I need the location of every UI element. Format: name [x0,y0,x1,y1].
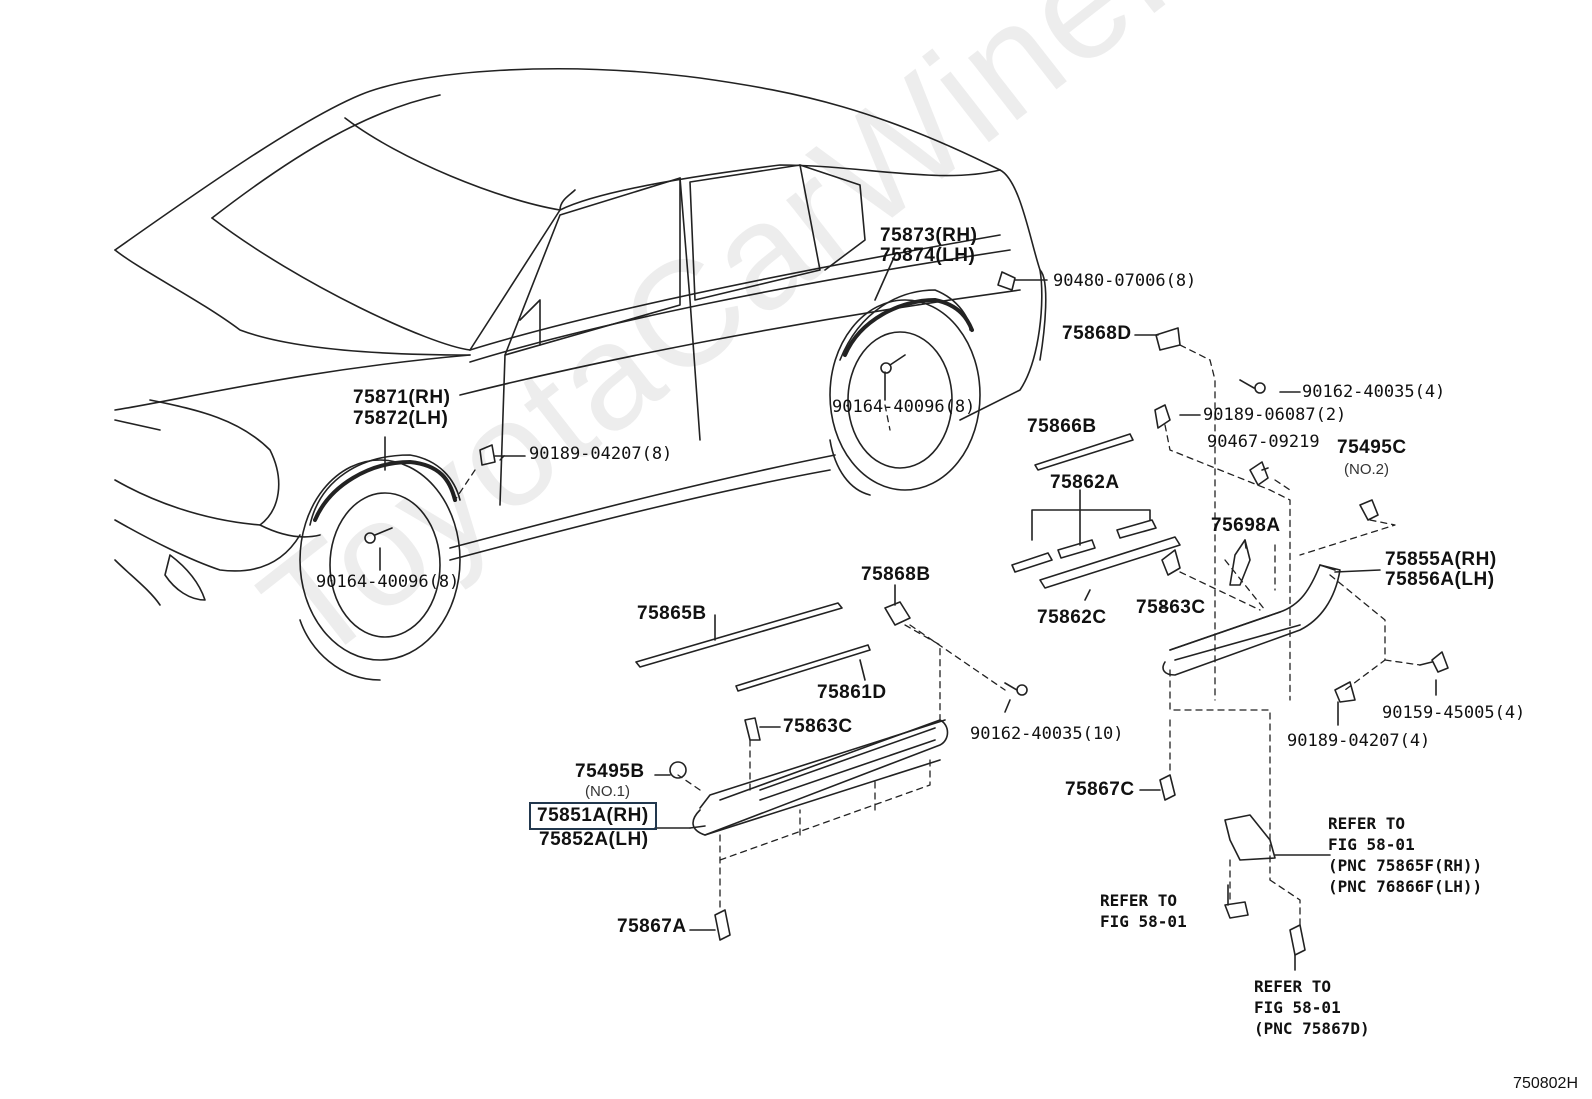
label-75698A: 75698A [1211,515,1281,536]
label-75861D: 75861D [817,682,887,703]
label-90189-a: 90189-06087(2) [1203,405,1347,425]
label-90162-b: 90162-40035(10) [970,724,1124,744]
label-75495C: 75495C [1337,437,1407,458]
label-75851A-highlighted[interactable]: 75851A(RH) [529,802,657,830]
leader-lines [379,254,1437,971]
label-75862C: 75862C [1037,607,1107,628]
refer-note-3: REFER TO FIG 58-01 (PNC 75867D) [1254,976,1370,1039]
label-75873: 75873(RH) [880,225,978,246]
refer-note-1-line2: FIG 58-01 [1328,835,1415,854]
refer-note-1-line4: (PNC 76866F(LH)) [1328,877,1483,896]
label-75852A: 75852A(LH) [539,829,649,850]
label-75495C-no: (NO.2) [1344,461,1389,478]
refer-note-1-line3: (PNC 75865F(RH)) [1328,856,1483,875]
car-body-outline [114,68,1047,681]
label-75874: 75874(LH) [880,245,976,266]
label-75867C: 75867C [1065,779,1135,800]
label-75871: 75871(RH) [353,387,451,408]
label-90164-b: 90164-40096(8) [316,572,460,592]
refer-note-3-line3: (PNC 75867D) [1254,1019,1370,1038]
label-90189-b: 90189-04207(4) [1287,731,1431,751]
label-90467: 90467-09219 [1207,432,1320,452]
label-75872: 75872(LH) [353,408,449,429]
label-90162-a: 90162-40035(4) [1302,382,1446,402]
refer-note-3-line2: FIG 58-01 [1254,998,1341,1017]
label-75862A: 75862A [1050,472,1120,493]
rocker-panel-left [689,719,949,836]
refer-note-2-line2: FIG 58-01 [1100,912,1187,931]
label-75495B-no: (NO.1) [585,783,630,800]
label-90480: 90480-07006(8) [1053,271,1197,291]
molding-parts [635,433,1181,692]
label-75868B: 75868B [861,564,931,585]
label-75856A: 75856A(LH) [1385,569,1495,590]
refer-note-1-line1: REFER TO [1328,814,1406,833]
rocker-panel-right [1162,564,1341,676]
refer-note-1: REFER TO FIG 58-01 (PNC 75865F(RH)) (PNC… [1328,813,1482,897]
label-75868D: 75868D [1062,323,1132,344]
label-75863C-right: 75863C [1136,597,1206,618]
label-75855A: 75855A(RH) [1385,549,1497,570]
label-75863C-left: 75863C [783,716,853,737]
label-75495B: 75495B [575,761,645,782]
label-75866B: 75866B [1027,416,1097,437]
figure-id: 750802H [1513,1075,1578,1092]
label-75865B: 75865B [637,603,707,624]
label-90159: 90159-45005(4) [1382,703,1526,723]
refer-note-2-line1: REFER TO [1100,891,1178,910]
label-90189-c: 90189-04207(8) [529,444,673,464]
assembly-dashed-lines [454,344,1421,926]
label-75867A: 75867A [617,916,687,937]
refer-note-2: REFER TO FIG 58-01 [1100,890,1187,932]
refer-note-3-line1: REFER TO [1254,977,1332,996]
label-90164-a: 90164-40096(8) [832,397,976,417]
fastener-icons [364,271,1449,956]
